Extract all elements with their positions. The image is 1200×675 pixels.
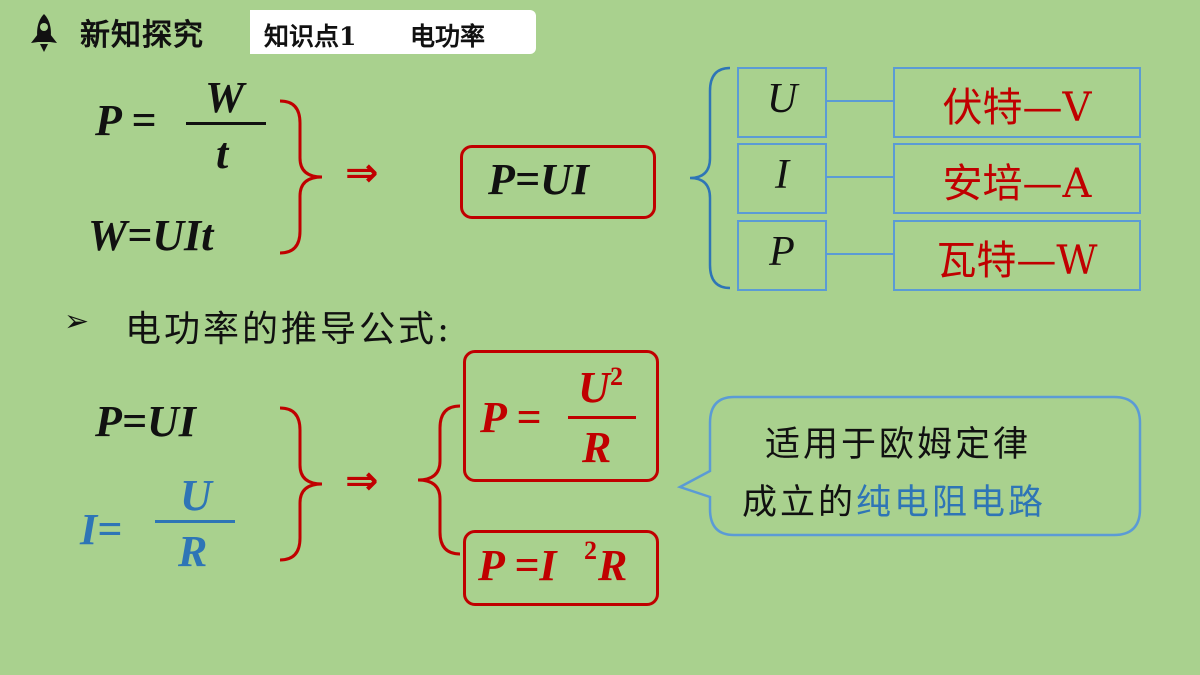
derivation-heading: 电功率的推导公式: (125, 309, 453, 350)
result-box-top (460, 145, 656, 219)
fraction-bar-blue (155, 520, 235, 523)
callout-line2-plain: 成立的 (742, 483, 857, 523)
symbol-i: I (775, 152, 789, 198)
implies-arrow-bottom: ⇒ (345, 458, 379, 504)
brace-top-right (279, 99, 323, 255)
speech-bubble (676, 395, 1142, 537)
implies-arrow-top: ⇒ (345, 150, 379, 196)
p-lhs-top: P = (95, 96, 157, 145)
brace-bottom-left (417, 404, 461, 556)
connector-line-p (825, 253, 893, 255)
w-uit-formula: W=UIt (88, 211, 214, 260)
tab-topic-label: 电功率 (410, 22, 486, 51)
unit-box-watt: 瓦特—W (893, 220, 1141, 291)
u-numerator-blue: U (180, 471, 212, 520)
symbol-box-u: U (737, 67, 827, 138)
unit-box-ampere: 安培—A (893, 143, 1141, 214)
p-lhs-u2r: P = (480, 393, 542, 442)
p-ui-result: P=UI (488, 155, 589, 204)
t-denominator: t (216, 129, 229, 178)
u-squared-exponent: 2 (610, 362, 623, 391)
symbol-u: U (766, 76, 798, 122)
connector-line-u (825, 100, 893, 102)
rocket-icon (31, 14, 57, 52)
p-ui-bottom: P=UI (95, 397, 196, 446)
callout-line2: 成立的纯电阻电路 (742, 474, 1046, 525)
tab-point-label: 知识点1 (264, 22, 357, 51)
callout-line1: 适用于欧姆定律 (765, 425, 1032, 465)
section-title: 新知探究 (80, 18, 204, 53)
r-denominator-red: R (582, 423, 612, 472)
symbol-box-p: P (737, 220, 827, 291)
knowledge-point-tab: 知识点1 电功率 (250, 10, 536, 54)
symbol-box-i: I (737, 143, 827, 214)
unit-volt: 伏特—V (942, 85, 1092, 131)
pure-resistance-circuit: 纯电阻电路 (856, 483, 1047, 523)
unit-box-volt: 伏特—V (893, 67, 1141, 138)
fraction-bar-top (186, 122, 266, 125)
connector-line-i (825, 176, 893, 178)
unit-ampere: 安培—A (942, 161, 1092, 207)
formula-box-u2r (463, 350, 659, 482)
fraction-bar-red (568, 416, 636, 419)
bullet-marker: ➢ (64, 304, 90, 339)
brace-units-left (689, 66, 731, 290)
i-lhs: I= (80, 505, 123, 554)
symbol-p: P (769, 229, 795, 275)
r-denominator-blue: R (178, 527, 208, 576)
formula-box-i2r (463, 530, 659, 606)
p-lhs-i2r: P =I (478, 541, 557, 590)
brace-bottom-right (279, 406, 323, 562)
u-numerator-red: U (578, 363, 610, 412)
r-factor: R (598, 541, 628, 590)
w-numerator: W (205, 73, 245, 122)
i-squared-exponent: 2 (584, 536, 597, 565)
unit-watt: 瓦特—W (936, 238, 1098, 284)
